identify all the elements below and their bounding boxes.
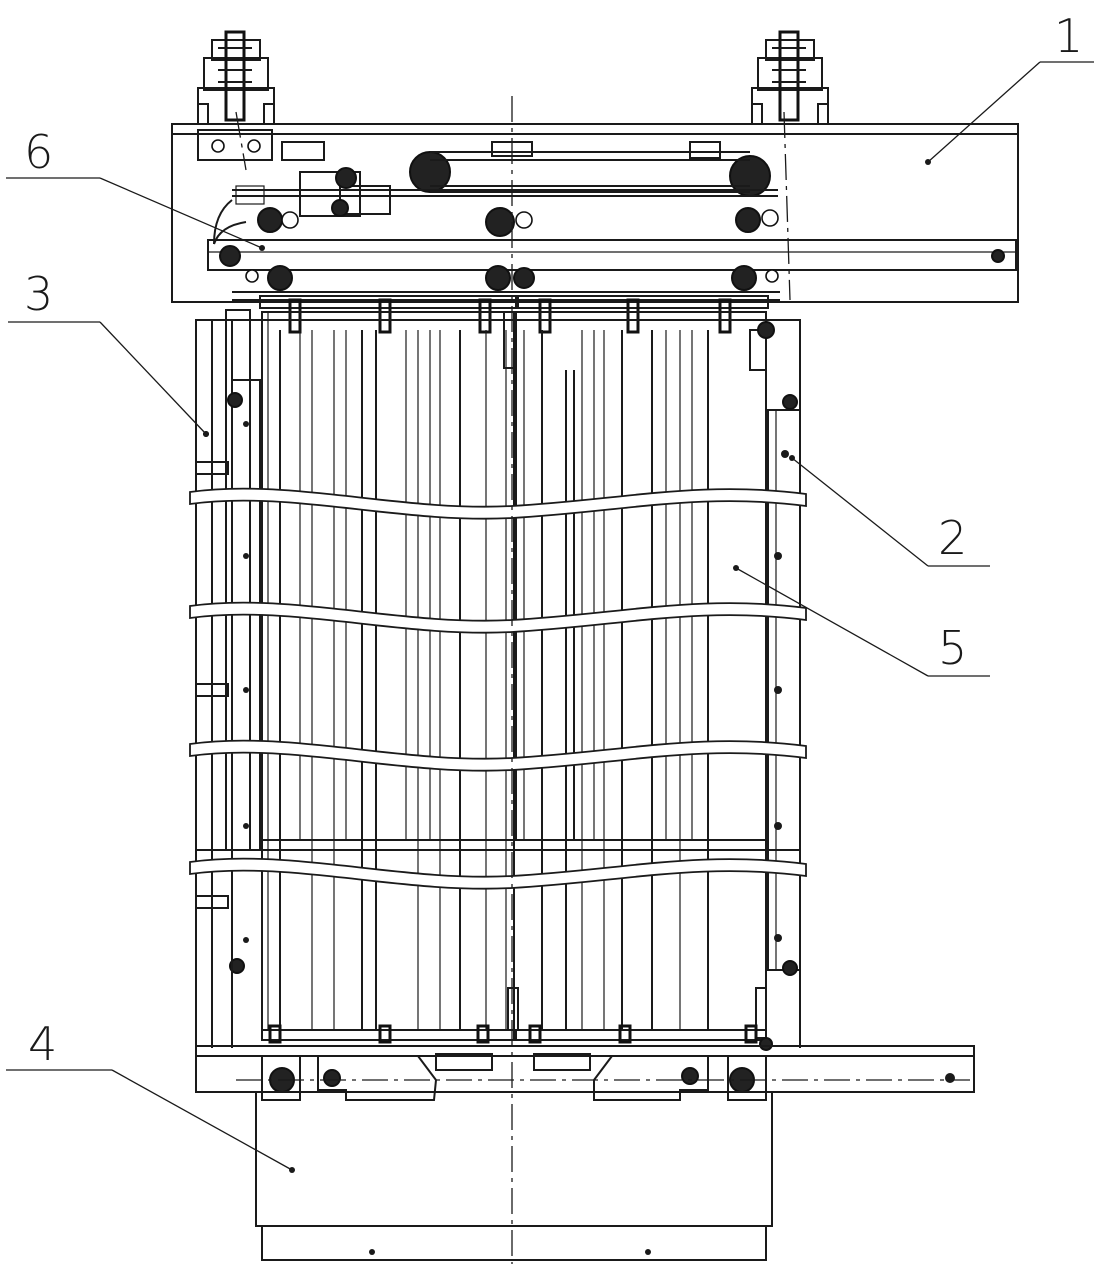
door-frame (195, 309, 801, 976)
callout-labels: 1 2 3 4 5 6 (24, 9, 1083, 1071)
break-lines (189, 487, 807, 890)
hanger-bracket-left (197, 30, 275, 125)
toe-guard (255, 1091, 773, 1261)
door-operator-header (171, 123, 1019, 303)
center-lines (235, 96, 970, 1264)
hanger-bolts (259, 295, 769, 334)
callout-1: 1 (1054, 9, 1083, 63)
callout-5: 5 (938, 621, 967, 675)
callout-leaders (6, 61, 1094, 1173)
door-leaf-left (261, 311, 519, 1031)
callout-3: 3 (24, 267, 53, 321)
callout-6: 6 (24, 125, 53, 179)
hanger-bracket-right (751, 30, 829, 125)
callout-2: 2 (938, 511, 967, 565)
door-leaf-right (515, 311, 775, 1039)
callout-4: 4 (28, 1017, 57, 1071)
